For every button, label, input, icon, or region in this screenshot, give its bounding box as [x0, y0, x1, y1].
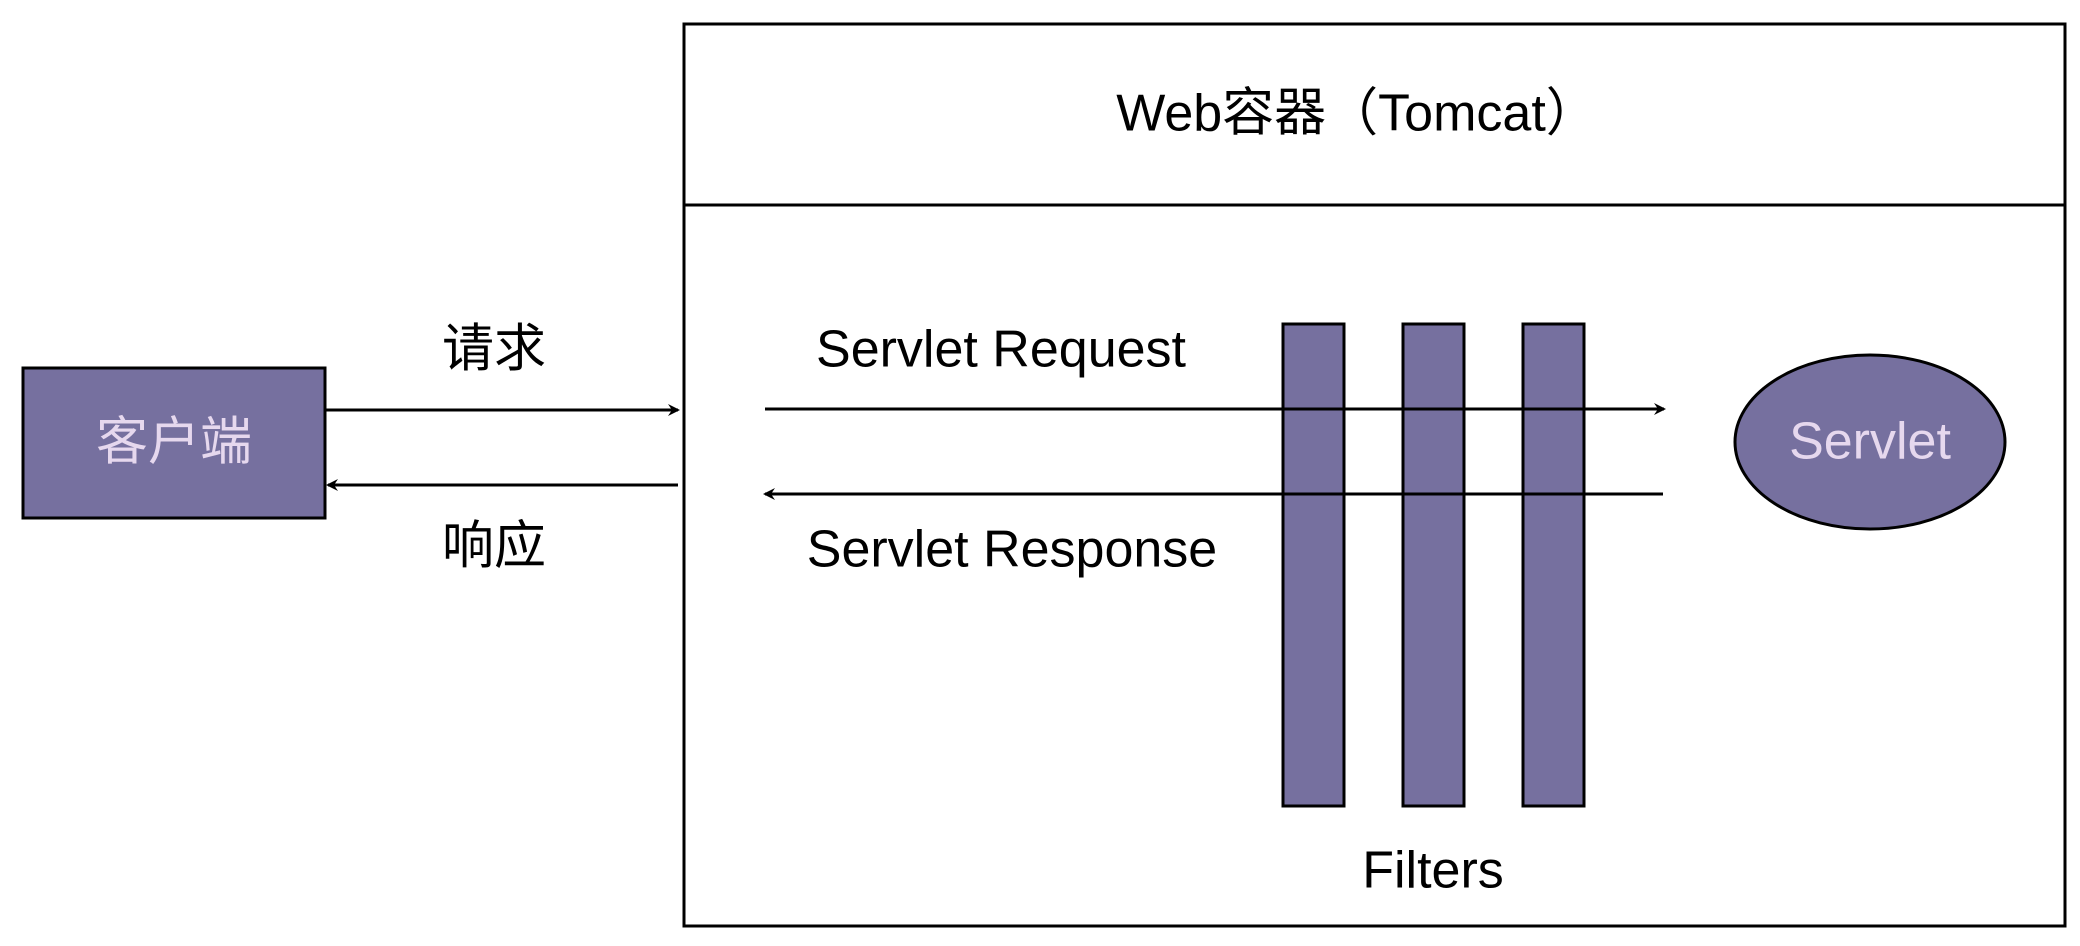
filter-bar: [1281, 322, 1346, 808]
request-label: 请求: [442, 321, 546, 379]
servlet-node: Servlet: [1733, 353, 2007, 531]
client-box: [21, 366, 327, 520]
filter-stack: [1281, 322, 1586, 808]
container-outline: [682, 22, 2067, 928]
filter-bar: [1521, 322, 1586, 808]
client-label: 客户端: [96, 414, 252, 472]
filters-label: Filters: [1362, 842, 1504, 900]
servlet-request-label: Servlet Request: [816, 321, 1187, 379]
container-title: Web容器（Tomcat）: [1116, 85, 1598, 143]
servlet-response-label: Servlet Response: [807, 521, 1217, 579]
filter-bar: [1401, 322, 1466, 808]
servlet-label: Servlet: [1789, 413, 1951, 471]
web-container: Web容器（Tomcat）: [682, 22, 2067, 928]
servlet-ellipse: [1733, 353, 2007, 531]
client-node: 客户端: [21, 366, 327, 520]
response-label: 响应: [442, 518, 546, 576]
